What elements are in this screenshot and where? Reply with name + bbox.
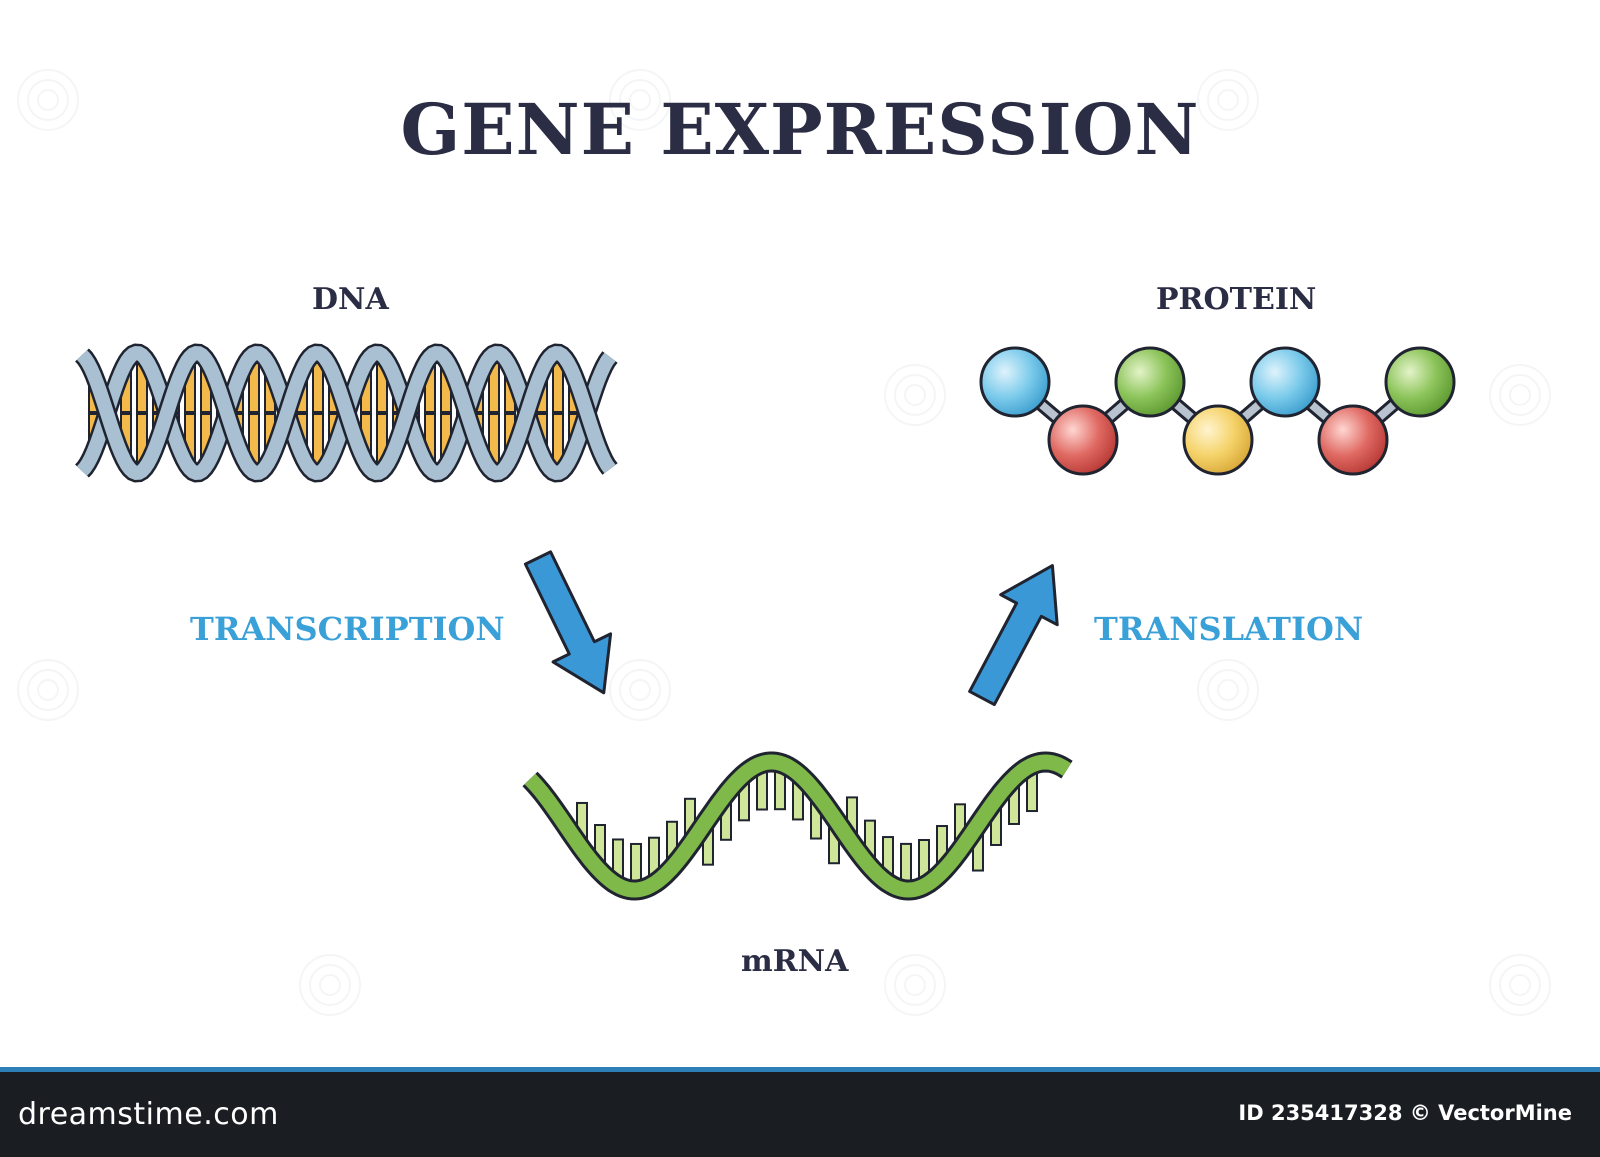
protein-chain bbox=[979, 346, 1456, 476]
mrna-label: mRNA bbox=[741, 944, 849, 979]
watermark-mark bbox=[37, 89, 59, 111]
amino-acid-red bbox=[1047, 404, 1119, 476]
watermark-mark bbox=[894, 374, 936, 416]
footer-accent-line bbox=[0, 1067, 1600, 1072]
watermark-mark bbox=[309, 964, 351, 1006]
watermark-mark bbox=[1197, 659, 1259, 721]
amino-acid-red bbox=[1317, 404, 1389, 476]
mrna-base bbox=[630, 842, 642, 885]
transcription-label: TRANSCRIPTION bbox=[190, 610, 505, 648]
watermark-mark bbox=[629, 89, 651, 111]
watermark-mark bbox=[884, 364, 946, 426]
watermark-mark bbox=[1207, 669, 1249, 711]
watermark-mark bbox=[27, 79, 69, 121]
watermark-mark bbox=[1489, 954, 1551, 1016]
watermark-mark bbox=[299, 954, 361, 1016]
amino-acid-yellow bbox=[1182, 404, 1254, 476]
watermark-mark bbox=[17, 69, 79, 131]
watermark-mark bbox=[619, 669, 661, 711]
watermark-mark bbox=[904, 974, 926, 996]
watermark-mark bbox=[904, 384, 926, 406]
watermark-mark bbox=[1499, 374, 1541, 416]
watermark-mark bbox=[1499, 964, 1541, 1006]
protein-label: PROTEIN bbox=[1156, 282, 1317, 317]
watermark-layer bbox=[17, 69, 1551, 1016]
watermark-mark bbox=[1509, 974, 1531, 996]
amino-acid-green bbox=[1114, 346, 1186, 418]
watermark-mark bbox=[619, 79, 661, 121]
amino-acid-blue bbox=[979, 346, 1051, 418]
watermark-mark bbox=[609, 659, 671, 721]
amino-acid-green bbox=[1384, 346, 1456, 418]
transcription-arrow bbox=[523, 550, 613, 695]
mrna-strand bbox=[522, 751, 1073, 901]
footer-logo[interactable]: dreamstime.com bbox=[18, 1097, 279, 1132]
watermark-mark bbox=[319, 974, 341, 996]
watermark-mark bbox=[1489, 364, 1551, 426]
watermark-mark bbox=[1509, 384, 1531, 406]
watermark-mark bbox=[1197, 69, 1259, 131]
amino-acid-blue bbox=[1249, 346, 1321, 418]
watermark-mark bbox=[884, 954, 946, 1016]
watermark-mark bbox=[17, 659, 79, 721]
watermark-mark bbox=[27, 669, 69, 711]
watermark-mark bbox=[37, 679, 59, 701]
footer-credit: ID 235417328 © VectorMine bbox=[1238, 1101, 1572, 1125]
translation-label: TRANSLATION bbox=[1094, 610, 1364, 648]
watermark-mark bbox=[894, 964, 936, 1006]
dna-strand-front bbox=[76, 346, 616, 480]
watermark-mark bbox=[609, 69, 671, 131]
watermark-mark bbox=[1217, 679, 1239, 701]
page-title: GENE EXPRESSION bbox=[400, 88, 1200, 171]
dna-label: DNA bbox=[312, 282, 389, 317]
translation-arrow bbox=[968, 564, 1059, 707]
dna-double-helix bbox=[75, 343, 618, 483]
mrna-backbone bbox=[524, 754, 1072, 898]
footer-bar: dreamstime.com ID 235417328 © VectorMine bbox=[0, 1067, 1600, 1157]
watermark-mark bbox=[1217, 89, 1239, 111]
mrna-base bbox=[900, 842, 912, 885]
watermark-mark bbox=[1207, 79, 1249, 121]
watermark-mark bbox=[629, 679, 651, 701]
